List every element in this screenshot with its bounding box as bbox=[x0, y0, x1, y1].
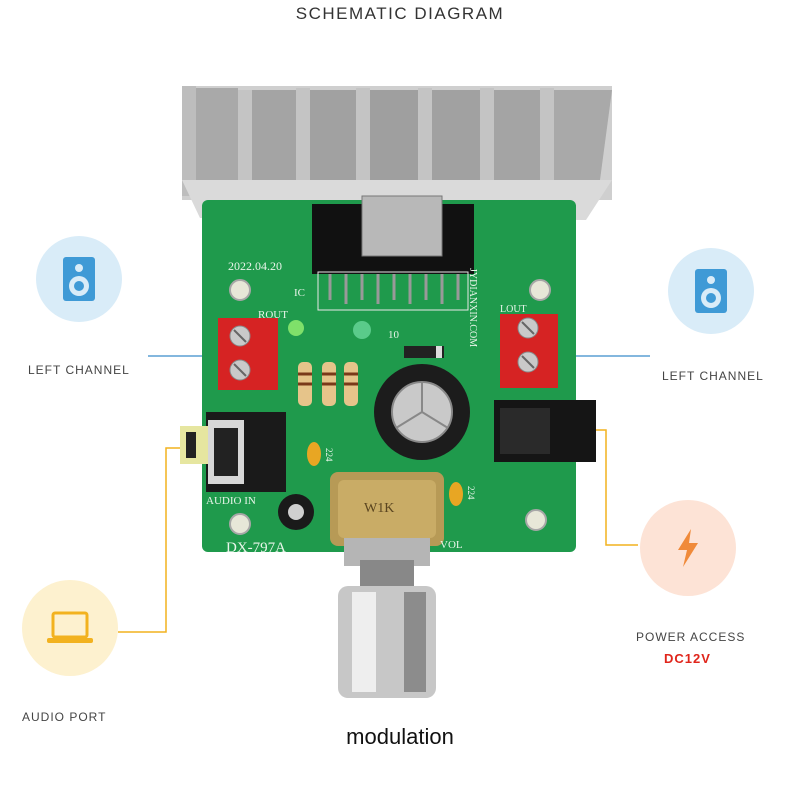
dc-power-jack bbox=[494, 400, 596, 462]
board-vol-label: VOL bbox=[440, 539, 463, 551]
ceramic-capacitor-1 bbox=[307, 442, 321, 466]
board-lout-label: LOUT bbox=[500, 304, 527, 315]
mounting-holes bbox=[229, 279, 551, 535]
right-channel-terminal bbox=[218, 318, 278, 390]
power-spec-label: DC12V bbox=[664, 651, 711, 666]
small-capacitor bbox=[353, 321, 371, 339]
left-channel-terminal bbox=[500, 314, 558, 388]
lightning-icon bbox=[678, 529, 698, 567]
board-rout-label: ROUT bbox=[258, 309, 288, 321]
board-cap2-label: 224 bbox=[466, 486, 476, 500]
left-channel-label-left: LEFT CHANNEL bbox=[28, 363, 130, 377]
ceramic-capacitor-2 bbox=[449, 482, 463, 506]
speaker-icon bbox=[695, 269, 727, 313]
board-ic-label: IC bbox=[294, 287, 305, 299]
board-audio-in-label: AUDIO IN bbox=[206, 495, 256, 507]
right-speaker-callout-circle bbox=[668, 248, 754, 334]
speaker-icon bbox=[63, 257, 95, 301]
laptop-icon bbox=[47, 611, 93, 643]
left-channel-label-right: LEFT CHANNEL bbox=[662, 369, 764, 383]
pcb-board bbox=[202, 200, 576, 552]
heatsink bbox=[182, 86, 612, 220]
volume-potentiometer bbox=[330, 472, 444, 698]
modulation-caption: modulation bbox=[346, 724, 454, 749]
audio-input-jack bbox=[180, 412, 286, 492]
diode bbox=[404, 346, 444, 358]
board-brand-label: JYDIANXIN.COM bbox=[467, 268, 478, 347]
amplifier-ic-chip bbox=[312, 195, 474, 311]
power-callout-circle bbox=[640, 500, 736, 596]
audio-port-label: AUDIO PORT bbox=[22, 710, 107, 724]
board-number-10: 10 bbox=[388, 329, 400, 341]
left-speaker-callout-circle bbox=[36, 236, 122, 322]
board-cap1-label: 224 bbox=[324, 448, 334, 462]
audio-port-callout-circle bbox=[22, 580, 118, 676]
board-model-label: DX-797A bbox=[226, 540, 286, 556]
resistors bbox=[298, 362, 358, 406]
power-access-label: POWER ACCESS bbox=[636, 630, 746, 644]
electrolytic-capacitor bbox=[374, 364, 470, 460]
pot-marking: W1K bbox=[364, 501, 394, 516]
board-date: 2022.04.20 bbox=[228, 259, 282, 273]
diagram-title: SCHEMATIC DIAGRAM bbox=[295, 4, 505, 23]
power-led bbox=[288, 320, 304, 336]
